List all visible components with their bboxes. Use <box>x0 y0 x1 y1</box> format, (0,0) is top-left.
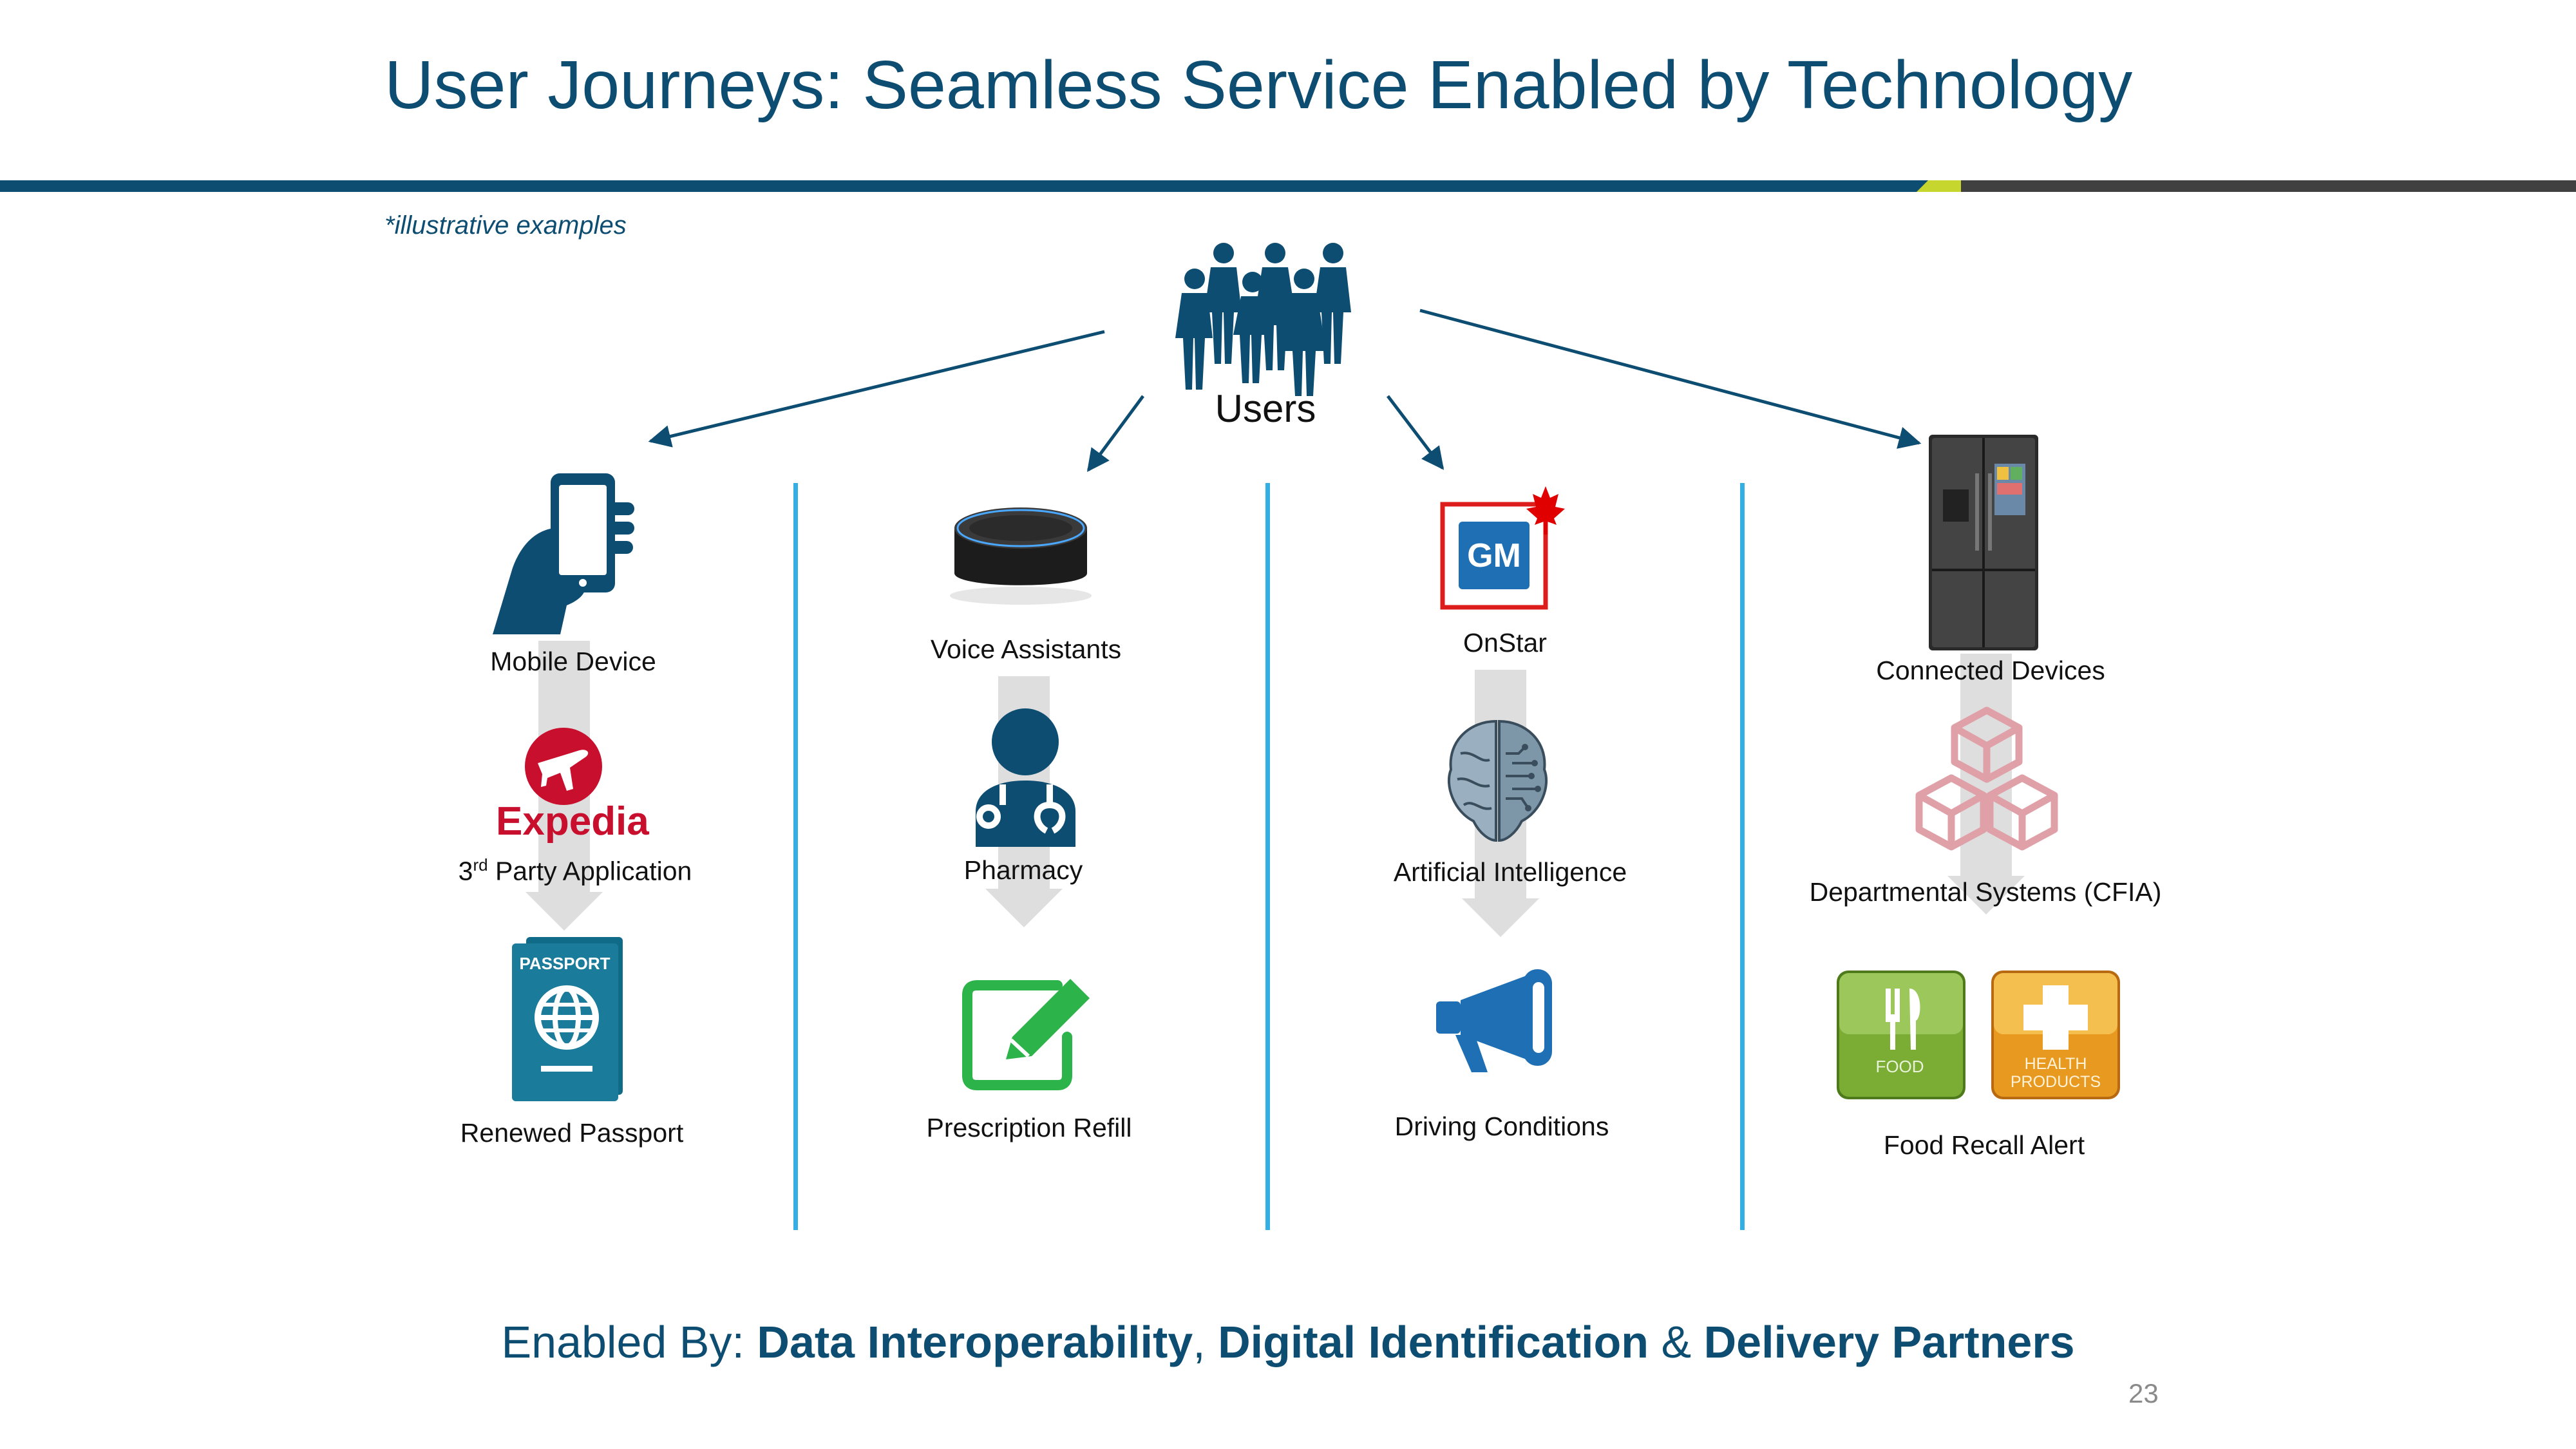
illustrative-note: *illustrative examples <box>384 211 627 240</box>
device-label: Connected Devices <box>1876 656 2105 685</box>
outcome-label: Driving Conditions <box>1394 1112 1609 1141</box>
device-label: Voice Assistants <box>930 634 1122 664</box>
expedia-plane-icon <box>525 728 602 805</box>
cfia-cubes-icon <box>1915 706 2058 851</box>
maple-leaf-icon <box>1526 486 1565 535</box>
service-label: Artificial Intelligence <box>1393 857 1627 887</box>
food-tile-text: FOOD <box>1875 1057 1924 1076</box>
page-title: User Journeys: Seamless Service Enabled … <box>384 47 2133 123</box>
users-group-icon <box>1175 243 1351 396</box>
flow-arrowhead <box>526 892 603 931</box>
service-label: 3rd Party Application <box>458 855 692 886</box>
device-label: Mobile Device <box>490 647 656 676</box>
megaphone-icon <box>1436 969 1552 1072</box>
enabled-by-footer: Enabled By: Data Interoperability, Digit… <box>501 1317 2075 1367</box>
food-tile-icon: FOOD <box>1837 971 1965 1099</box>
health-tile-text-1: HEALTH <box>2025 1055 2087 1073</box>
header-band-dark <box>1961 180 2576 192</box>
gm-logo-text: GM <box>1467 537 1521 574</box>
smart-fridge-icon <box>1929 435 2038 650</box>
device-label: OnStar <box>1463 628 1547 658</box>
ai-brain-icon <box>1447 719 1548 842</box>
page-number: 23 <box>2128 1378 2159 1408</box>
column-divider <box>1740 483 1745 1230</box>
health-products-tile-icon: HEALTH PRODUCTS <box>1991 971 2120 1099</box>
flow-arrowhead <box>1947 876 2025 914</box>
expedia-logo-text: Expedia <box>496 799 649 844</box>
gm-onstar-logo: GM <box>1440 486 1565 610</box>
users-label: Users <box>1215 387 1316 430</box>
doctor-pharmacy-icon <box>976 708 1075 847</box>
passport-badge-text: PASSPORT <box>519 954 610 973</box>
flow-arrowhead <box>985 889 1063 927</box>
prescription-edit-icon <box>962 979 1090 1090</box>
outcome-label: Renewed Passport <box>460 1118 684 1148</box>
service-label: Departmental Systems (CFIA) <box>1809 877 2162 907</box>
column-divider <box>1265 483 1270 1230</box>
flow-arrowhead <box>1462 898 1539 937</box>
outcome-label: Prescription Refill <box>926 1113 1132 1142</box>
mobile-phone-hand-icon <box>493 473 634 634</box>
column-divider <box>793 483 798 1230</box>
header-band-blue <box>0 180 1938 192</box>
voice-assistant-icon <box>950 507 1092 605</box>
health-tile-text-2: PRODUCTS <box>2011 1073 2101 1091</box>
passport-icon: PASSPORT <box>512 937 623 1101</box>
service-label: Pharmacy <box>963 855 1083 885</box>
outcome-label: Food Recall Alert <box>1883 1130 2085 1160</box>
